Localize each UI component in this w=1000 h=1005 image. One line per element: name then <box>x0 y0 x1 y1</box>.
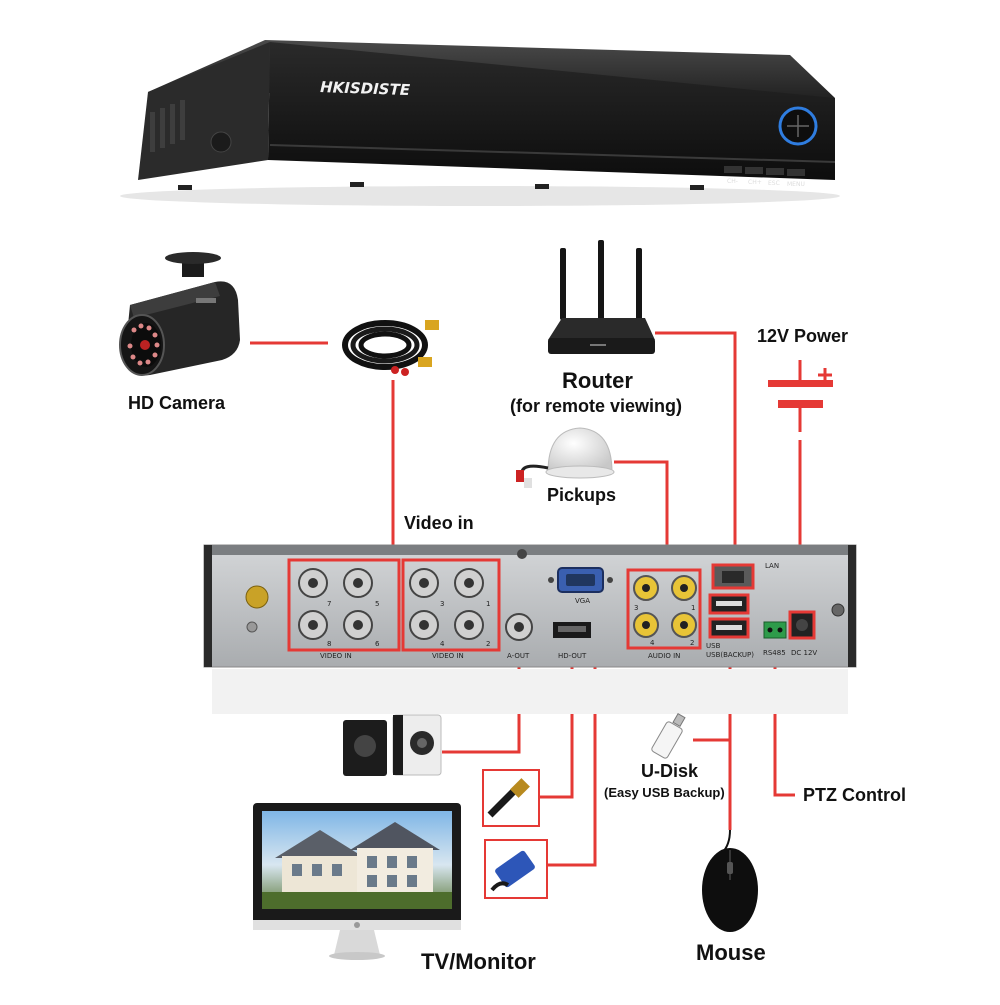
vga-cable-icon <box>484 839 548 899</box>
bnc-num-8: 8 <box>327 640 331 648</box>
router-icon <box>548 240 655 354</box>
usb-label: USB <box>706 642 721 650</box>
hdmi-cable-icon <box>482 769 540 827</box>
audio-num-2: 2 <box>690 639 694 647</box>
audio-in-connectors: 3 1 4 2 <box>633 575 697 647</box>
power-symbol-icon <box>768 360 833 432</box>
audio-num-4: 4 <box>650 639 655 647</box>
bnc-num-1: 1 <box>486 600 490 608</box>
hd-out-label: HD-OUT <box>558 652 587 660</box>
label-hd-camera: HD Camera <box>128 393 226 413</box>
lan-label: LAN <box>765 562 779 570</box>
label-video-in: Video in <box>404 513 474 533</box>
label-12v-power: 12V Power <box>757 326 849 346</box>
label-mouse: Mouse <box>696 940 766 965</box>
bnc-num-7: 7 <box>327 600 331 608</box>
u-disk-icon <box>651 712 686 759</box>
dc-label: DC 12V <box>791 649 817 657</box>
audio-num-3: 3 <box>634 604 638 612</box>
bnc-num-5: 5 <box>375 600 379 608</box>
label-pickups: Pickups <box>547 485 617 505</box>
tv-monitor-icon <box>253 803 461 960</box>
audio-in-group <box>626 568 702 650</box>
line-pickups-audio <box>614 460 669 568</box>
label-u-disk-sub: (Easy USB Backup) <box>604 785 725 800</box>
label-router-sub: (for remote viewing) <box>510 396 683 416</box>
btn-ch-minus-label: CH- <box>727 178 738 185</box>
video-cable-coil-icon <box>342 320 439 376</box>
pickup-microphone-icon <box>516 427 615 488</box>
btn-ch-plus-label: CH+ <box>748 179 762 186</box>
bnc-num-4: 4 <box>440 640 445 648</box>
label-ptz-control: PTZ Control <box>803 785 906 805</box>
vga-label: VGA <box>575 597 590 605</box>
front-buttons: CH- CH+ ESC MENU <box>724 166 805 188</box>
video-in-label-left: VIDEO IN <box>320 652 352 660</box>
bnc-num-6: 6 <box>375 640 380 648</box>
video-in-label-right: VIDEO IN <box>432 652 464 660</box>
dvr-brand-text: HKISDISTE <box>320 78 411 99</box>
btn-menu-label: MENU <box>787 181 805 188</box>
audio-num-1: 1 <box>691 604 695 612</box>
bnc-num-2: 2 <box>486 640 490 648</box>
rs485-port-icon <box>763 621 787 639</box>
rear-panel: 7 5 8 6 3 1 4 2 VIDEO IN VIDEO IN VGA A-… <box>203 544 857 714</box>
mouse-icon <box>702 829 758 932</box>
bnc-num-3: 3 <box>440 600 444 608</box>
label-u-disk: U-Disk <box>641 761 699 781</box>
usb-backup-label: USB(BACKUP) <box>706 651 754 659</box>
bnc-connectors-left: 7 5 8 6 <box>298 568 380 648</box>
line-router-lan <box>655 331 737 568</box>
bnc-connectors-right: 3 1 4 2 <box>409 568 490 648</box>
rs485-label: RS485 <box>763 649 786 657</box>
speakers-icon <box>343 714 442 776</box>
audio-in-label: AUDIO IN <box>648 652 680 660</box>
dvr-unit: HKISDISTE CH- CH+ ESC MENU <box>120 40 840 206</box>
video-in-group-left <box>287 558 401 652</box>
a-out-label: A-OUT <box>507 652 530 660</box>
label-tv-monitor: TV/Monitor <box>421 949 536 974</box>
video-in-group-right <box>401 558 501 652</box>
btn-esc-label: ESC <box>768 180 780 187</box>
hd-camera-icon <box>119 252 240 376</box>
label-router: Router <box>562 368 633 393</box>
